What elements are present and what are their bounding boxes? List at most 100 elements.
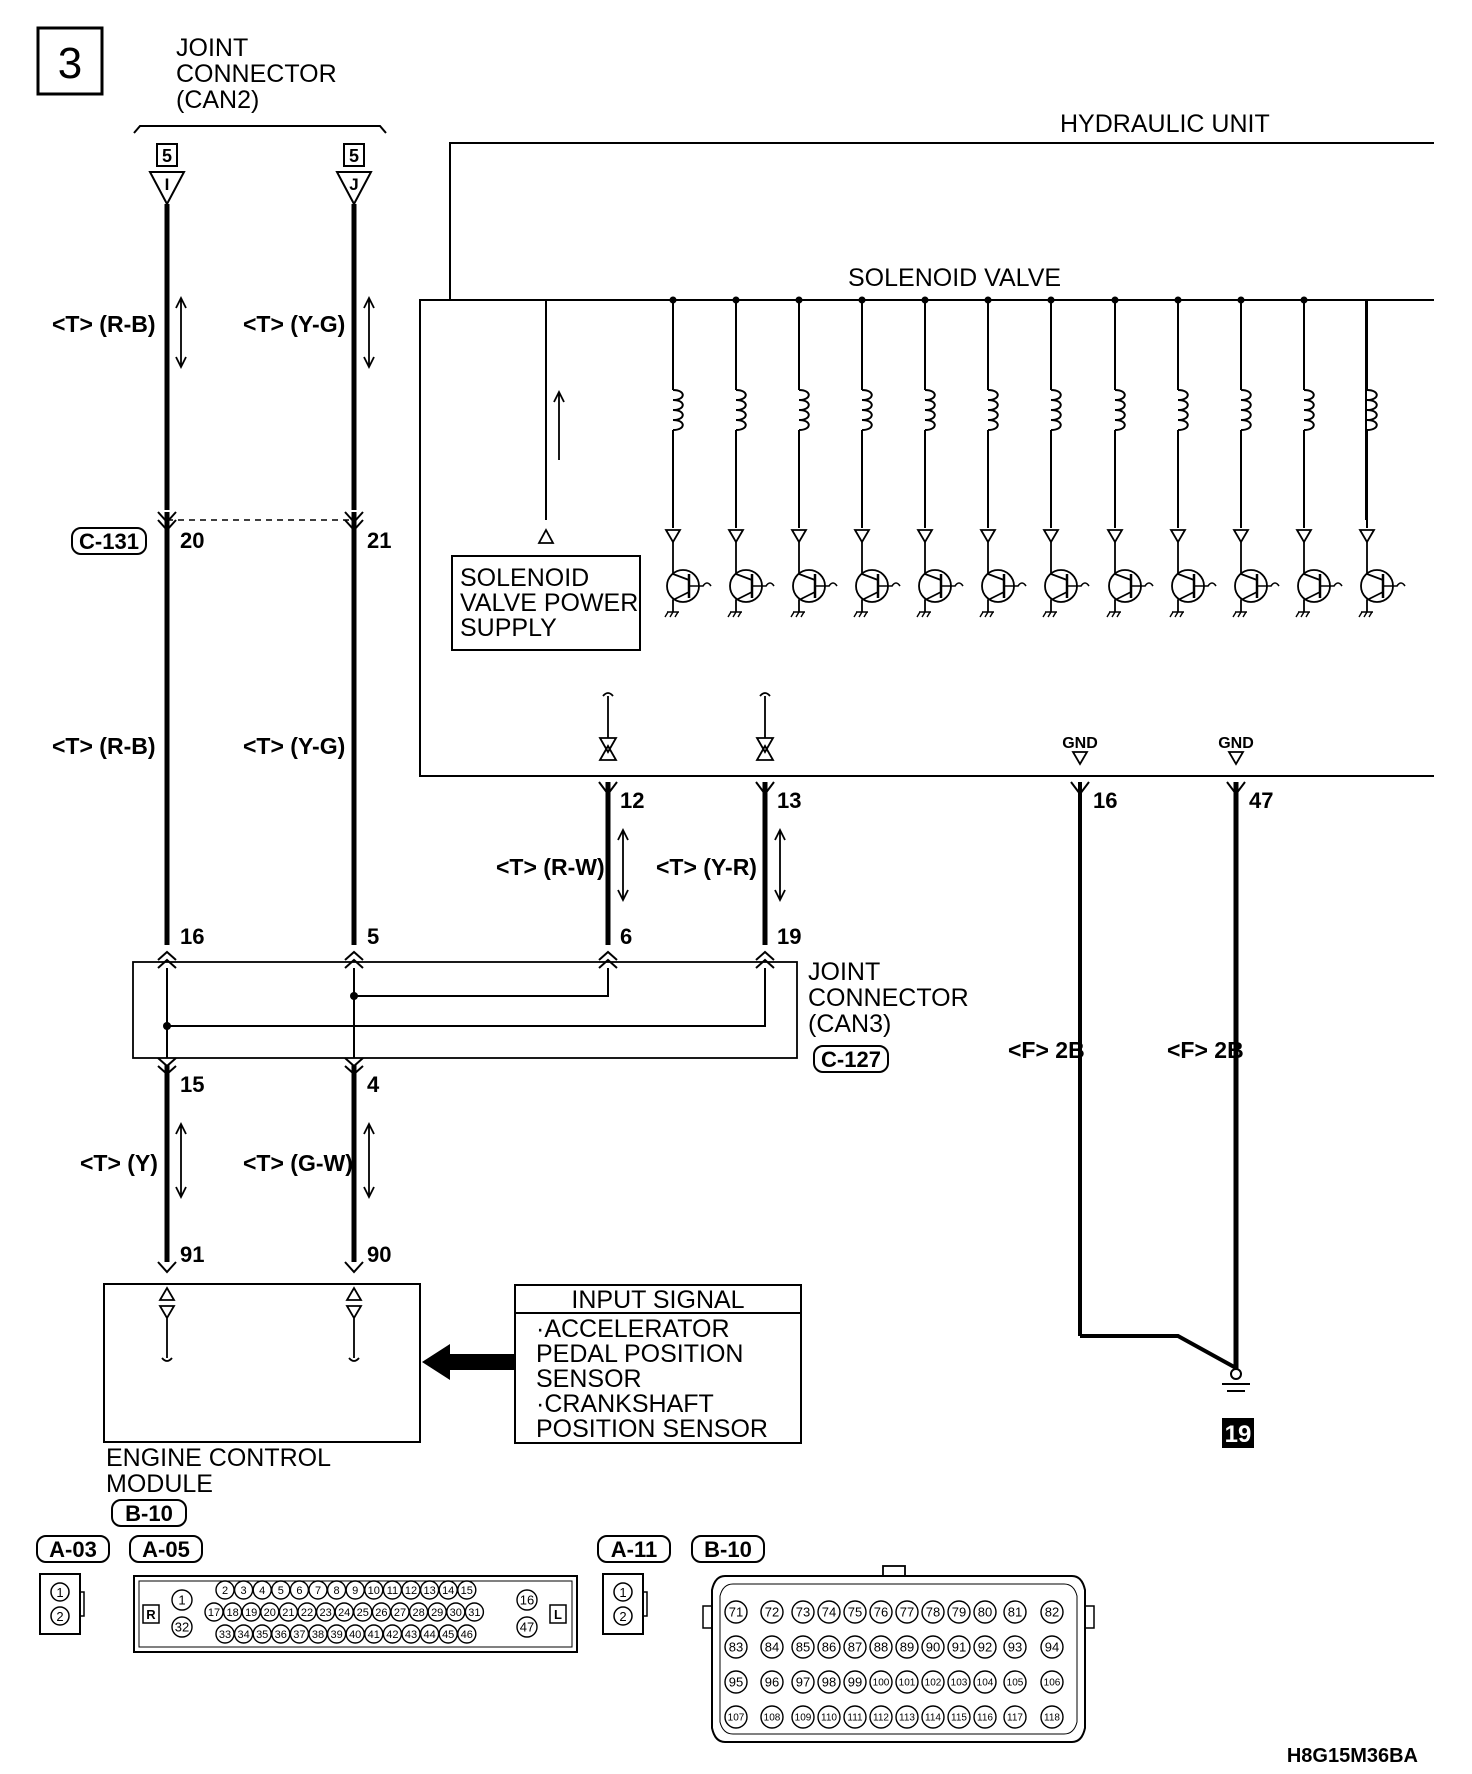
- coil-icon: [798, 389, 810, 431]
- connector-pin: 73: [791, 1600, 815, 1624]
- connector-pin: 38: [308, 1624, 328, 1644]
- pin-number: 89: [900, 1640, 914, 1655]
- pin-number: 11: [387, 1585, 398, 1597]
- ground-symbol: 19: [1222, 1368, 1254, 1448]
- wire-label: <T> (Y-G): [243, 311, 345, 337]
- label-line: SOLENOID: [460, 564, 589, 592]
- wire-labels: <T> (R-B) <T> (Y-G) <T> (R-B) <T> (Y-G) …: [52, 311, 1244, 1176]
- connector-pin: 5: [271, 1580, 291, 1600]
- pin-number: 27: [394, 1607, 406, 1619]
- pin-number: 100: [873, 1678, 890, 1689]
- connector-pin: 102: [921, 1670, 945, 1694]
- connector-pin: 87: [843, 1635, 867, 1659]
- label-line: JOINT: [808, 958, 880, 986]
- solenoid-channel: [979, 296, 1027, 618]
- input-signal-line: ·CRANKSHAFT: [536, 1390, 714, 1418]
- pin-number: 44: [423, 1629, 435, 1641]
- pin-number: 42: [386, 1629, 398, 1641]
- connector-pin: 29: [427, 1602, 447, 1622]
- can2-terminal-j: 5 J: [335, 143, 373, 207]
- solenoid-channel: [790, 296, 838, 618]
- connector-pin: 31: [464, 1602, 485, 1622]
- pin-number: 110: [821, 1713, 837, 1724]
- connector-pin: 47: [516, 1616, 538, 1638]
- label-line: CONNECTOR: [808, 984, 969, 1012]
- connector-pin: 25: [353, 1602, 373, 1622]
- wire-label: <T> (Y-R): [656, 854, 757, 880]
- connector-pin: 115: [947, 1705, 971, 1729]
- connector-pin: 101: [895, 1670, 919, 1694]
- connector-pin: 75: [843, 1600, 867, 1624]
- pin-number: 16: [520, 1593, 534, 1608]
- connector-pin: 6: [289, 1580, 310, 1600]
- connector-tag: C-131: [79, 529, 139, 554]
- transistor-icon: [979, 566, 1027, 618]
- transistor-icon: [1169, 566, 1217, 618]
- pin-number: 16: [1093, 788, 1117, 813]
- connector-pin: 96: [760, 1670, 784, 1694]
- pin-number: 116: [977, 1713, 993, 1724]
- pin-number: 24: [338, 1607, 350, 1619]
- page-number-box: 3: [36, 26, 104, 96]
- label-line: JOINT: [176, 34, 248, 62]
- gnd-label: GND: [1062, 735, 1098, 752]
- connector-pin: 77: [895, 1600, 919, 1624]
- connector-pin: 36: [271, 1624, 291, 1644]
- connector-pin: 107: [724, 1705, 748, 1729]
- connector-pin: 46: [457, 1624, 477, 1644]
- wire-label: <T> (R-B): [52, 311, 156, 337]
- connector-pin: 11: [382, 1580, 403, 1600]
- connector-pin: 3: [233, 1580, 254, 1600]
- connector-pin: 22: [297, 1602, 317, 1622]
- pin-number: 32: [175, 1620, 189, 1635]
- joint-connector-can3: 16 5 6 19 15 4 JOINT CONNECTOR (CAN3) C-…: [132, 924, 969, 1097]
- coil-icon: [1177, 389, 1189, 431]
- connector-pin: 98: [817, 1670, 841, 1694]
- pin-number: 2: [56, 1609, 63, 1624]
- connector-pin: 28: [408, 1602, 429, 1622]
- connector-pin: 43: [401, 1624, 421, 1644]
- pin-number: 35: [256, 1629, 268, 1641]
- solenoid-channel: [1232, 296, 1280, 618]
- connector-pin: 2: [215, 1580, 235, 1600]
- transistor-icon: [790, 566, 838, 618]
- pin-number: 25: [357, 1607, 369, 1619]
- pin-number: 9: [352, 1585, 358, 1597]
- pin-number: 47: [520, 1620, 534, 1635]
- pin-number: 92: [978, 1640, 992, 1655]
- label-line: VALVE POWER: [460, 589, 638, 617]
- gnd-label: GND: [1218, 735, 1254, 752]
- solenoid-coils: [664, 296, 1406, 618]
- pin-number: 103: [951, 1678, 968, 1689]
- input-signal-title: INPUT SIGNAL: [571, 1286, 744, 1314]
- connector-c131: C-131 20 21: [71, 511, 391, 555]
- pin-number: 33: [219, 1629, 231, 1641]
- wire-label: <F> 2B: [1167, 1037, 1244, 1063]
- pin-number: 113: [899, 1713, 915, 1724]
- terminal-letter: I: [165, 175, 170, 194]
- connector-pin: 16: [516, 1589, 538, 1611]
- connector-pin: 9: [345, 1580, 365, 1600]
- solenoid-channel: [853, 296, 901, 618]
- pin-number: 108: [764, 1713, 781, 1724]
- solenoid-valve-label: SOLENOID VALVE: [848, 264, 1061, 292]
- input-signal-line: POSITION SENSOR: [536, 1415, 768, 1443]
- pin-number: 111: [847, 1713, 863, 1724]
- coil-icon: [1050, 389, 1062, 431]
- pin-number: 20: [264, 1607, 276, 1619]
- connector-pin: 7: [308, 1580, 328, 1600]
- pin-number: 107: [728, 1713, 745, 1724]
- pin-number: 99: [848, 1675, 862, 1690]
- pin-number: 17: [208, 1607, 220, 1619]
- connector-pin: 92: [973, 1635, 997, 1659]
- label-line: (CAN3): [808, 1010, 891, 1038]
- connector-a03: 1 2: [39, 1573, 85, 1635]
- coil-icon: [672, 389, 684, 431]
- input-signal-box: INPUT SIGNAL ·ACCELERATOR PEDAL POSITION…: [422, 1284, 802, 1444]
- pin-number: 19: [777, 924, 801, 949]
- pin-number: 12: [620, 788, 644, 813]
- connector-pin: 72: [760, 1600, 784, 1624]
- pin-number: 1: [619, 1585, 626, 1600]
- pin-number: 98: [822, 1675, 836, 1690]
